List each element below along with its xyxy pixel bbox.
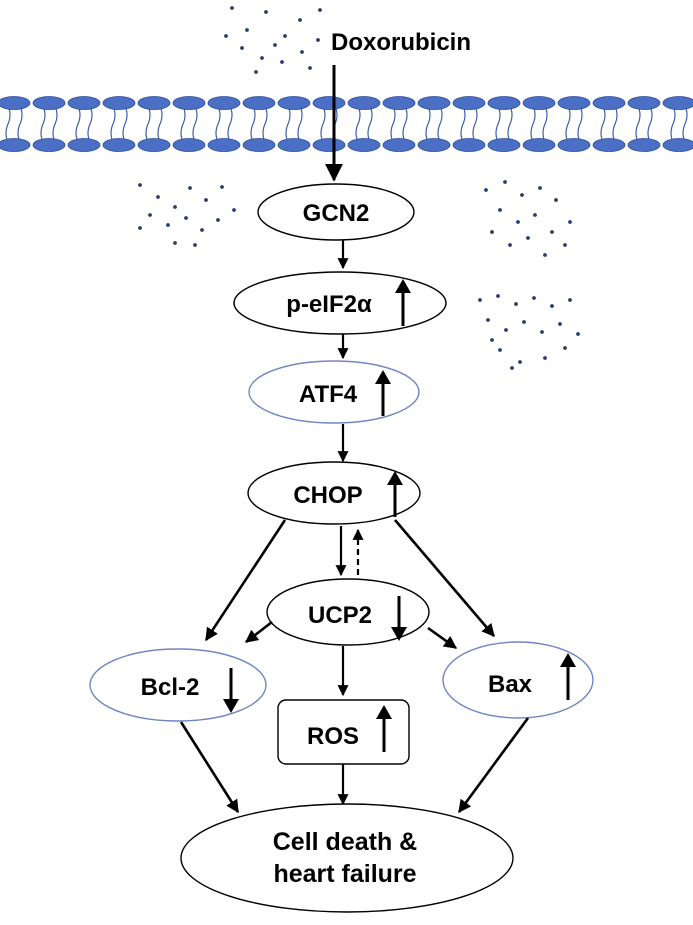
node-bcl2-label: Bcl-2 bbox=[141, 674, 200, 701]
node-atf4-shape bbox=[248, 360, 420, 424]
ucp2-down-arrow-icon bbox=[391, 596, 407, 641]
node-atf4: ATF4 bbox=[248, 360, 420, 424]
node-peif2a-label: p-eIF2α bbox=[286, 291, 372, 318]
node-gcn2-shape bbox=[257, 183, 415, 241]
node-chop-label: CHOP bbox=[293, 482, 362, 509]
bax-up-arrow-icon bbox=[560, 653, 576, 700]
chop-up-arrow-icon bbox=[387, 471, 403, 517]
arrow-ucp2-to-bax bbox=[427, 626, 458, 650]
node-ucp2-shape bbox=[266, 578, 430, 646]
arrow-chop-to-bcl2 bbox=[204, 519, 287, 642]
doxorubicin-molecules bbox=[138, 6, 580, 370]
outcome-line2: heart failure bbox=[273, 860, 416, 888]
node-bcl2: Bcl-2 bbox=[89, 648, 267, 722]
node-chop-shape bbox=[247, 461, 421, 525]
outcome-line1: Cell death & bbox=[273, 828, 417, 856]
node-ros: ROS bbox=[277, 699, 410, 765]
atf4-up-arrow-icon bbox=[375, 370, 391, 416]
node-peif2a: p-eIF2α bbox=[233, 271, 447, 335]
node-gcn2-label: GCN2 bbox=[303, 200, 370, 227]
bcl2-down-arrow-icon bbox=[223, 668, 239, 713]
node-atf4-label: ATF4 bbox=[299, 381, 358, 408]
peif2a-up-arrow-icon bbox=[395, 279, 411, 326]
arrow-bcl2-to-outcome bbox=[179, 721, 240, 814]
node-ucp2: UCP2 bbox=[266, 578, 430, 646]
node-gcn2: GCN2 bbox=[257, 183, 415, 241]
node-bax: Bax bbox=[442, 641, 594, 719]
arrow-ucp2-to-bcl2 bbox=[244, 620, 273, 644]
ros-up-arrow-icon bbox=[376, 705, 392, 752]
arrow-chop-to-bax bbox=[394, 519, 495, 637]
node-bax-shape bbox=[442, 641, 594, 719]
node-bcl2-shape bbox=[89, 648, 267, 722]
cell-membrane bbox=[0, 96, 693, 152]
node-bax-label: Bax bbox=[488, 671, 533, 698]
node-ros-label: ROS bbox=[307, 723, 359, 750]
node-peif2a-shape bbox=[233, 271, 447, 335]
node-outcome-shape bbox=[180, 803, 514, 913]
arrow-bax-to-outcome bbox=[457, 717, 530, 814]
node-chop: CHOP bbox=[247, 461, 421, 525]
drug-label: Doxorubicin bbox=[331, 29, 471, 56]
node-outcome: Cell death & heart failure bbox=[180, 803, 514, 913]
node-ucp2-label: UCP2 bbox=[308, 602, 372, 629]
